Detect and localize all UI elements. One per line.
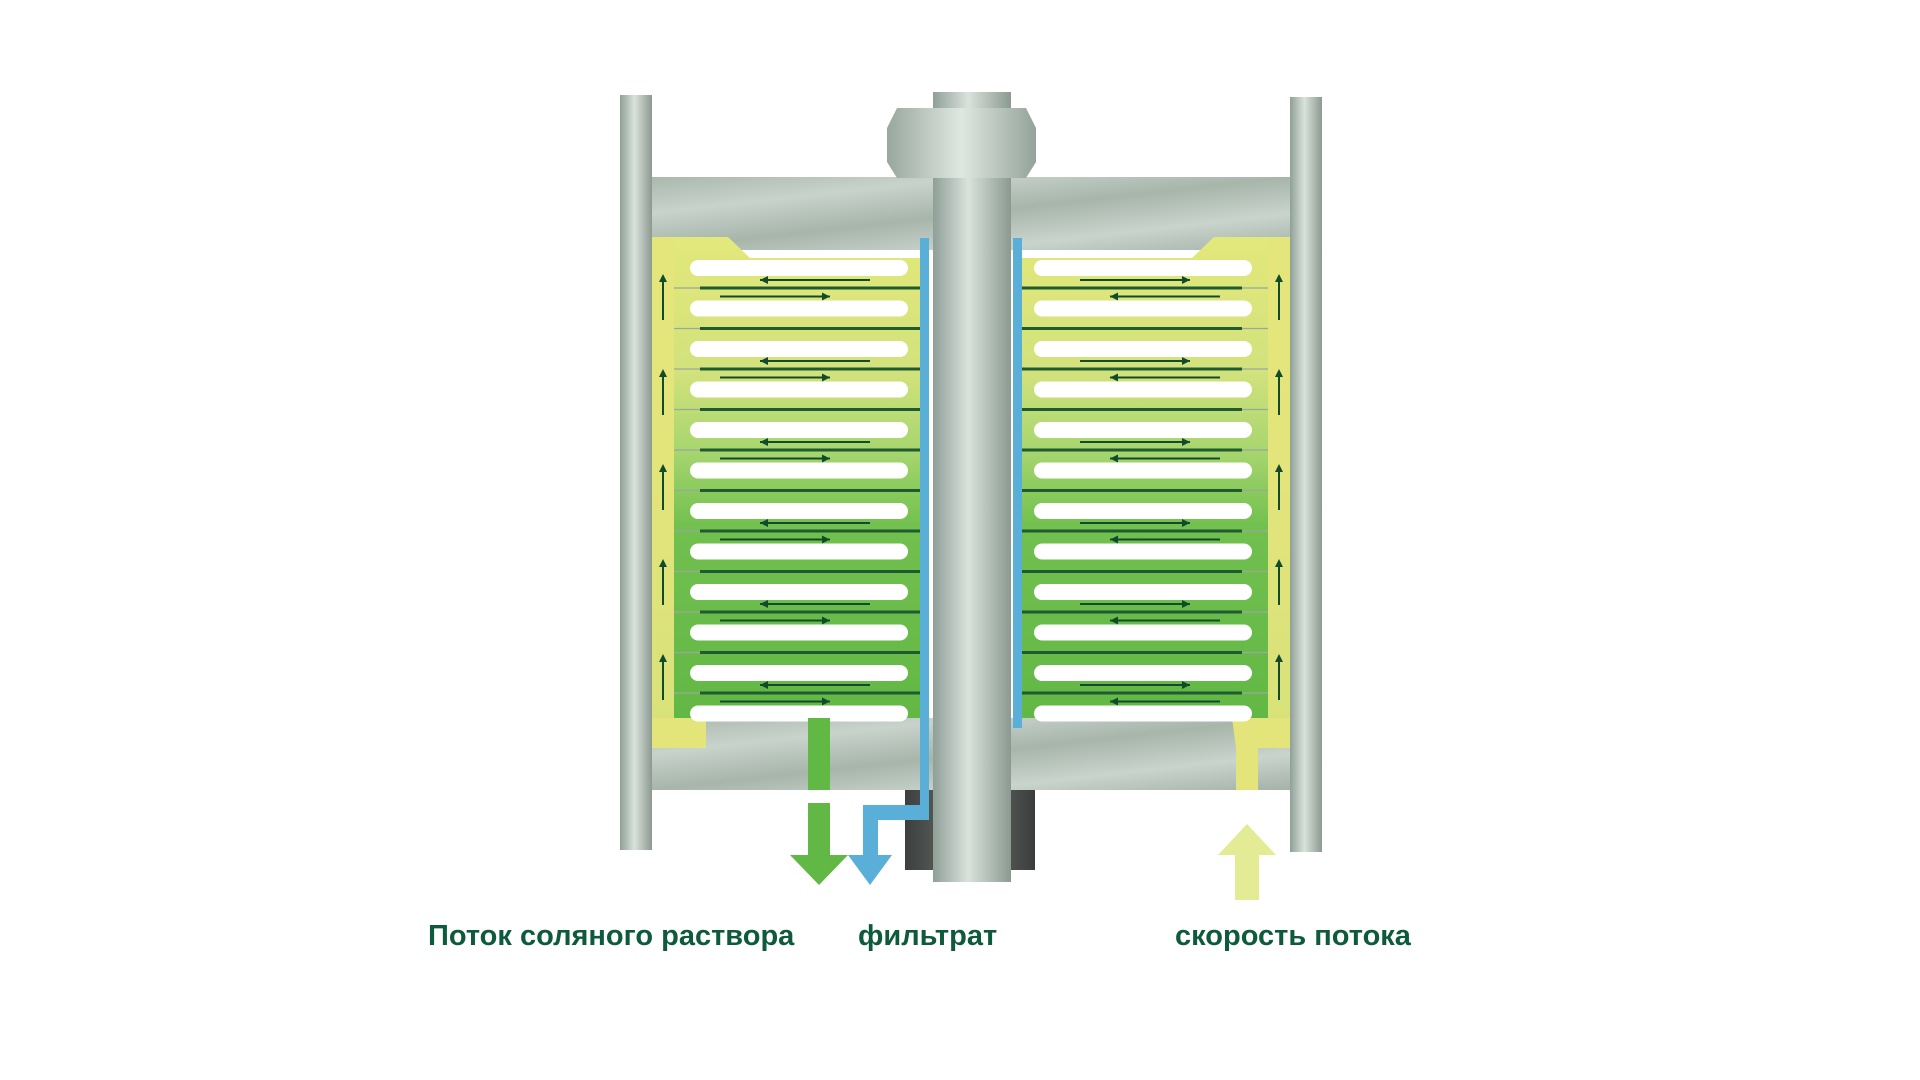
right-feed-flow-arrow-head: [1275, 654, 1283, 662]
right-flow-arrow-head: [1182, 600, 1190, 608]
left-flow-arrow-head: [760, 681, 768, 689]
right-membrane-gap: [1034, 462, 1252, 479]
filtrate-outlet-arrow-icon: [848, 828, 892, 885]
right-membrane-gap: [1034, 584, 1252, 600]
left-membrane-gap: [690, 584, 908, 600]
left-flow-arrow-head: [822, 454, 830, 463]
right-flow-arrow-head: [1110, 697, 1118, 706]
left-flow-arrow-head: [822, 292, 830, 301]
right-flow-arrow-head: [1110, 454, 1118, 463]
right-feed-port: [1232, 718, 1290, 790]
hex-nut-icon: [887, 108, 1036, 178]
filtrate-channel-left: [920, 238, 929, 728]
right-feed-flow-arrow-head: [1275, 559, 1283, 567]
brine-flow-label: Поток соляного раствора: [428, 920, 795, 952]
left-membrane-gap: [690, 422, 908, 438]
left-feed-flow-arrow-head: [659, 654, 667, 662]
left-flow-arrow-head: [822, 535, 830, 544]
right-feed-flow-arrow-head: [1275, 369, 1283, 377]
left-flow-arrow-head: [760, 438, 768, 446]
right-flow-arrow-head: [1110, 292, 1118, 301]
feed-inlet-arrow-icon: [1218, 824, 1276, 900]
left-membrane-gap: [690, 381, 908, 398]
right-membrane-gap: [1034, 543, 1252, 560]
right-membrane-gap: [1034, 341, 1252, 357]
left-membrane-gap: [690, 665, 908, 681]
left-membrane-gap: [690, 341, 908, 357]
left-flow-arrow-head: [822, 373, 830, 382]
filtrate-channel-right: [1013, 238, 1022, 728]
rod-tail: [933, 782, 1011, 882]
filtrate-label: фильтрат: [858, 920, 998, 952]
left-flow-arrow-head: [760, 519, 768, 527]
left-feed-port: [652, 718, 706, 748]
right-feed-flow-arrow-head: [1275, 464, 1283, 472]
left-membrane-gap: [690, 300, 908, 317]
brine-outlet-arrow-icon: [790, 803, 848, 885]
right-flow-arrow-head: [1182, 357, 1190, 365]
brine-outlet-pipe: [808, 718, 830, 790]
right-membrane-gap: [1034, 503, 1252, 519]
left-membrane-gap: [690, 503, 908, 519]
right-flow-arrow-head: [1182, 438, 1190, 446]
left-feed-flow-arrow-head: [659, 464, 667, 472]
left-membrane-gap: [690, 705, 908, 722]
left-flow-arrow-head: [760, 357, 768, 365]
right-tie-rod: [1290, 97, 1322, 852]
left-feed-flow-arrow-head: [659, 369, 667, 377]
membrane-stack: [659, 260, 1283, 722]
left-feed-flow-arrow-head: [659, 274, 667, 282]
left-feed-flow-arrow-head: [659, 559, 667, 567]
right-flow-arrow-head: [1110, 535, 1118, 544]
right-flow-arrow-head: [1182, 681, 1190, 689]
right-membrane-gap: [1034, 422, 1252, 438]
left-flow-arrow-head: [760, 276, 768, 284]
right-membrane-gap: [1034, 381, 1252, 398]
right-membrane-gap: [1034, 624, 1252, 641]
central-tie-rod: [933, 92, 1011, 882]
left-membrane-gap: [690, 462, 908, 479]
left-flow-arrow-head: [822, 697, 830, 706]
right-membrane-gap: [1034, 705, 1252, 722]
right-flow-arrow-head: [1182, 519, 1190, 527]
feed-flow-label: скорость потока: [1175, 920, 1411, 952]
left-membrane-gap: [690, 543, 908, 560]
right-flow-arrow-head: [1110, 616, 1118, 625]
left-flow-arrow-head: [760, 600, 768, 608]
right-membrane-gap: [1034, 260, 1252, 276]
right-feed-flow-arrow-head: [1275, 274, 1283, 282]
left-membrane-gap: [690, 624, 908, 641]
left-flow-arrow-head: [822, 616, 830, 625]
left-membrane-gap: [690, 260, 908, 276]
right-flow-arrow-head: [1110, 373, 1118, 382]
right-membrane-gap: [1034, 665, 1252, 681]
right-membrane-gap: [1034, 300, 1252, 317]
right-flow-arrow-head: [1182, 276, 1190, 284]
left-tie-rod: [620, 95, 652, 850]
